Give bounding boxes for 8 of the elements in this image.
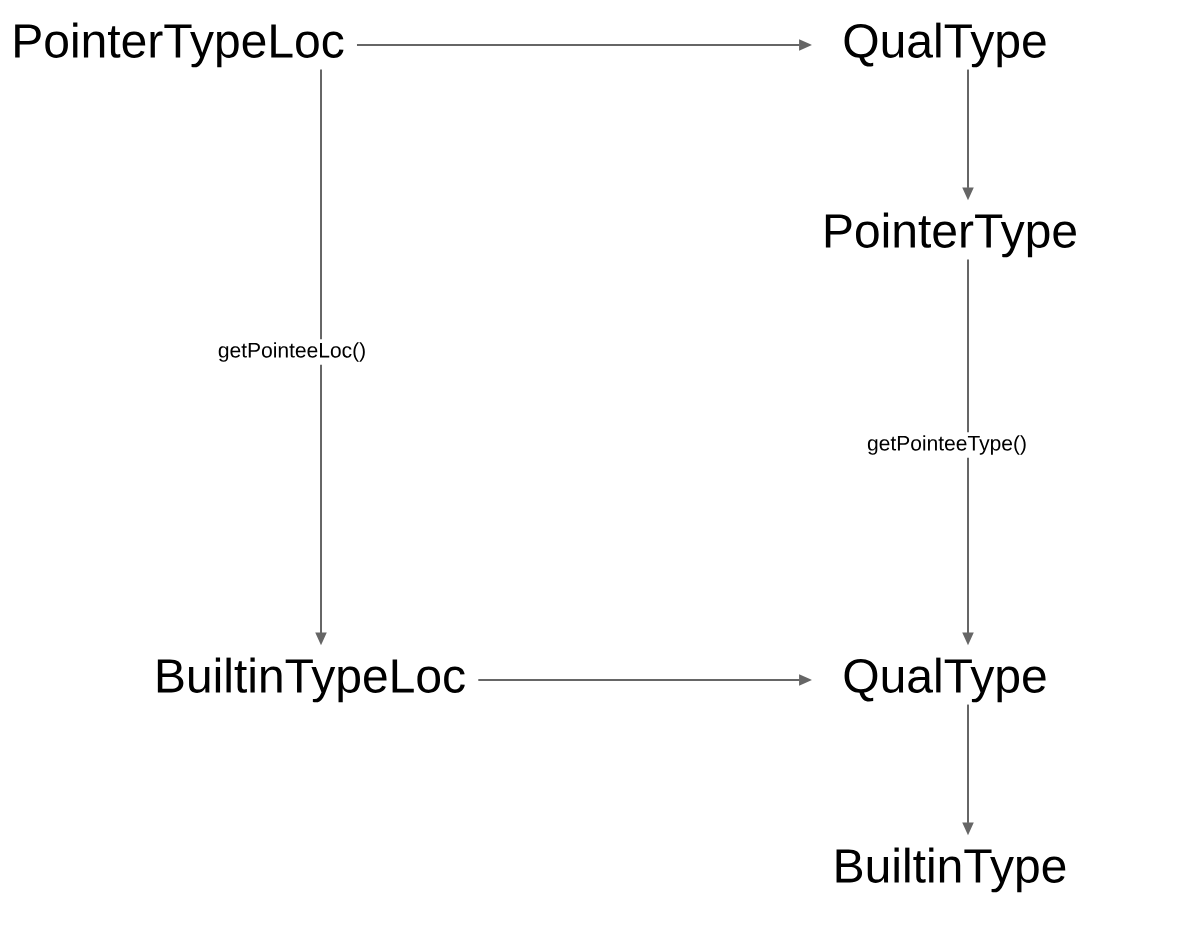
class-name: BuiltinTypeLoc	[157, 657, 465, 703]
class-name: PointerType	[825, 212, 1076, 258]
class-name: QualType	[844, 657, 1046, 703]
edge-label: getPointeeLoc()	[214, 339, 370, 365]
class-name: PointerTypeLoc	[15, 22, 344, 68]
edge-label: getPointeeType()	[864, 432, 1030, 458]
class-name: QualType	[844, 22, 1046, 68]
class-name: BuiltinType	[836, 847, 1066, 893]
